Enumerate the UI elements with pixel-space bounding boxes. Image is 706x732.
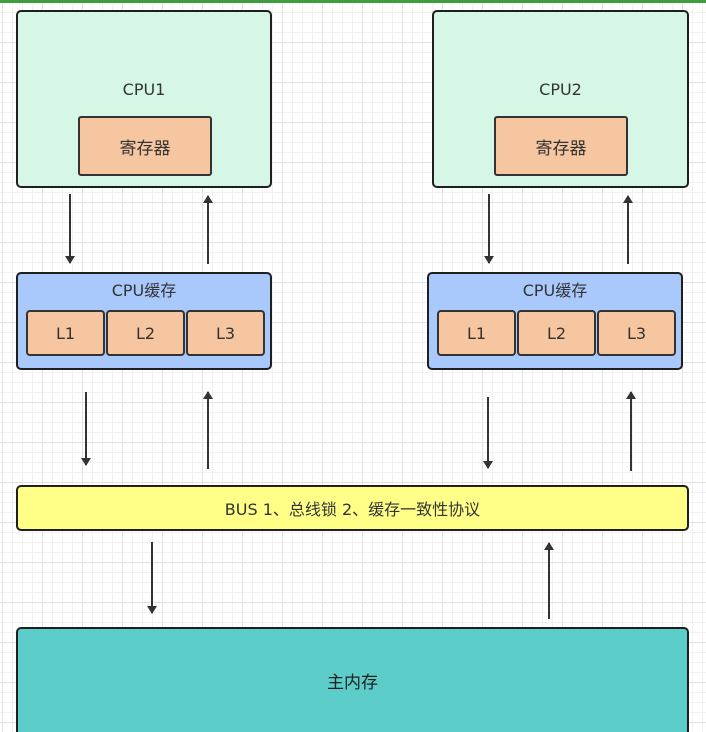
cpu2-cache-block: CPU缓存 L1 L2 L3: [427, 272, 683, 370]
cpu2-cache-l1: L1: [437, 310, 516, 356]
main-memory-block: 主内存: [16, 627, 689, 732]
cpu2-block: CPU2 寄存器: [432, 10, 689, 188]
cpu2-cache-label: CPU缓存: [522, 281, 588, 300]
bus-bar: BUS 1、总线锁 2、缓存一致性协议: [16, 485, 689, 531]
cpu2-cache-l2: L2: [517, 310, 596, 356]
cpu1-register: 寄存器: [78, 116, 212, 176]
cpu2-label: CPU2: [539, 80, 582, 99]
top-accent-line: [0, 0, 706, 3]
cpu1-label: CPU1: [122, 80, 166, 99]
cpu1-cache-label: CPU缓存: [111, 281, 177, 300]
cpu1-block: CPU1 寄存器: [16, 10, 272, 188]
cpu2-cache-l3: L3: [597, 310, 676, 356]
cpu1-cache-block: CPU缓存 L1 L2 L3: [16, 272, 272, 370]
cpu1-cache-l1: L1: [26, 310, 105, 356]
cpu2-register: 寄存器: [494, 116, 628, 176]
cpu1-cache-l3: L3: [186, 310, 265, 356]
cpu1-cache-l2: L2: [106, 310, 185, 356]
